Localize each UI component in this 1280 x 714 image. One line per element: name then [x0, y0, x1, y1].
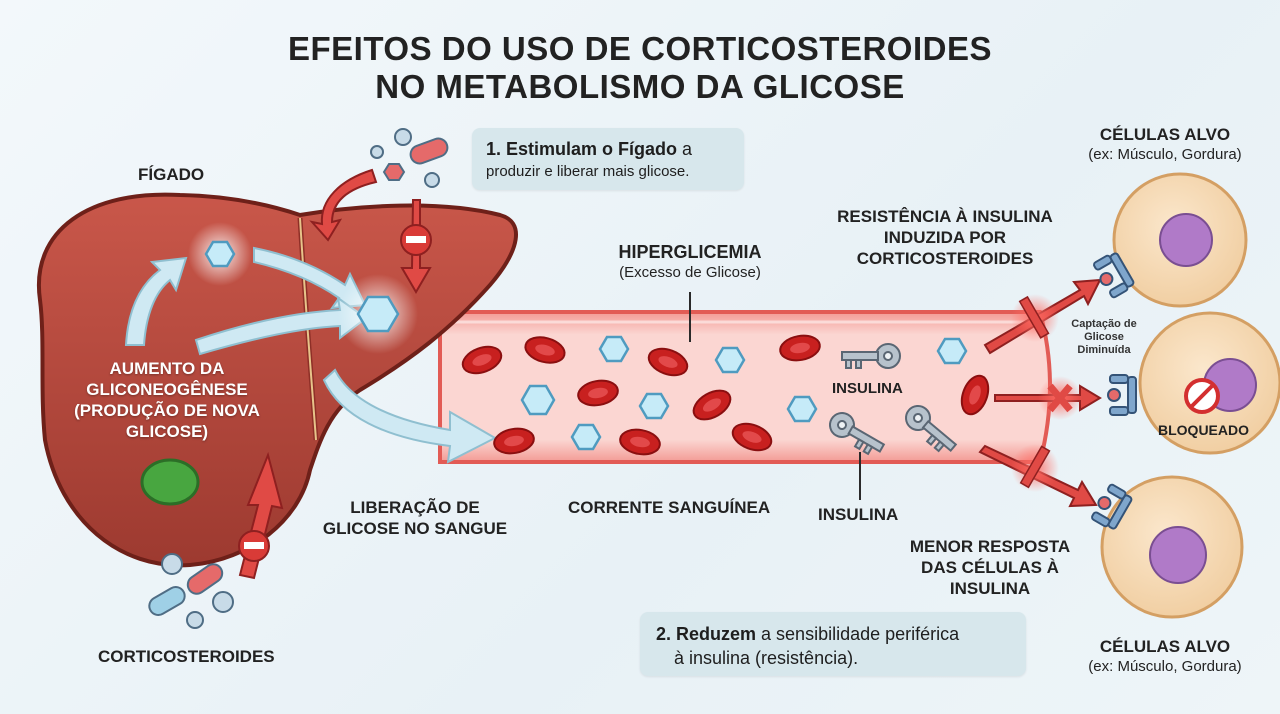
uptake-label: Captação de Glicose Diminuída: [1066, 318, 1142, 357]
red-blood-cell-icons: [461, 334, 990, 456]
step1-rest: a: [677, 139, 693, 159]
hyperglycemia-label: HIPERGLICEMIA (Excesso de Glicose): [590, 242, 790, 282]
liver-label: FÍGADO: [138, 165, 205, 184]
lower-response-line-3: INSULINA: [949, 579, 1031, 598]
step2-line-1: 2. Reduzem a sensibilidade periférica: [656, 623, 959, 645]
pill-icons-top: [370, 128, 449, 188]
step2-box: 2. Reduzem a sensibilidade periférica à …: [640, 612, 1026, 676]
lower-response-label: MENOR RESPOSTA DAS CÉLULAS À INSULINA: [880, 536, 1100, 599]
release-line-1: LIBERAÇÃO DE: [350, 498, 480, 517]
block-marks: [1011, 294, 1082, 492]
release-line-2: GLICOSE NO SANGUE: [322, 519, 508, 538]
step1-box: 1. Estimulam o Fígado a produzir e liber…: [472, 128, 744, 190]
step1-line-1: 1. Estimulam o Fígado a: [486, 138, 692, 160]
lower-response-line-1: MENOR RESPOSTA: [909, 537, 1071, 556]
target-cells-bottom-title: CÉLULAS ALVO: [1099, 637, 1231, 656]
resistance-line-3: CORTICOSTEROIDES: [856, 249, 1034, 268]
title-line-2: NO METABOLISMO DA GLICOSE: [375, 68, 905, 105]
page-title: EFEITOS DO USO DE CORTICOSTEROIDES NO ME…: [0, 30, 1280, 106]
gluconeo-line-2: GLICONEOGÊNESE: [86, 380, 248, 399]
step2-bold: 2. Reduzem: [656, 624, 757, 644]
uptake-line-3: Diminuída: [1077, 344, 1131, 356]
key-icons: [829, 343, 958, 456]
blocked-icon: [1184, 378, 1220, 414]
gluconeo-line-1: AUMENTO DA: [109, 359, 225, 378]
title-line-1: EFEITOS DO USO DE CORTICOSTEROIDES: [288, 30, 992, 67]
target-cells-top-sub: (ex: Músculo, Gordura): [1088, 146, 1242, 163]
insulin-label-1: INSULINA: [832, 380, 903, 397]
corticosteroids-label: CORTICOSTEROIDES: [98, 647, 275, 666]
uptake-line-2: Glicose: [1084, 331, 1124, 343]
gluconeogenesis-label: AUMENTO DA GLICONEOGÊNESE (PRODUÇÃO DE N…: [52, 358, 282, 442]
cell-icons: [1100, 172, 1280, 619]
minus-icons: [238, 224, 432, 562]
target-cells-bottom-label: CÉLULAS ALVO (ex: Músculo, Gordura): [1060, 636, 1270, 676]
target-cells-bottom-sub: (ex: Músculo, Gordura): [1088, 658, 1242, 675]
resistance-label: RESISTÊNCIA À INSULINA INDUZIDA POR CORT…: [830, 206, 1060, 269]
pill-icons-bottom: [148, 553, 234, 629]
insulin-label-2: INSULINA: [818, 505, 899, 524]
target-cells-top-title: CÉLULAS ALVO: [1099, 125, 1231, 144]
gluconeo-line-4: GLICOSE): [125, 422, 209, 441]
bloodstream-label: CORRENTE SANGUÍNEA: [568, 498, 771, 517]
resistance-line-2: INDUZIDA POR: [883, 228, 1007, 247]
hyperglycemia-title: HIPERGLICEMIA: [618, 242, 762, 262]
release-label: LIBERAÇÃO DE GLICOSE NO SANGUE: [300, 497, 530, 539]
uptake-line-1: Captação de: [1071, 318, 1137, 330]
step1-bold: 1. Estimulam o Fígado: [486, 139, 678, 159]
glucose-hexagon-icons: [188, 222, 968, 451]
resistance-line-1: RESISTÊNCIA À INSULINA: [837, 207, 1053, 226]
pointer-lines: [689, 292, 861, 500]
hyperglycemia-sub: (Excesso de Glicose): [619, 264, 761, 281]
target-cells-top-label: CÉLULAS ALVO (ex: Músculo, Gordura): [1060, 124, 1270, 164]
liver-arrows: [124, 246, 498, 464]
receptor-icons: [1091, 252, 1137, 530]
step2-line-2: à insulina (resistência).: [674, 648, 859, 668]
lower-response-line-2: DAS CÉLULAS À: [921, 558, 1059, 577]
step2-rest: a sensibilidade periférica: [756, 624, 960, 644]
step1-line-2: produzir e liberar mais glicose.: [486, 163, 690, 180]
gluconeo-line-3: (PRODUÇÃO DE NOVA: [74, 401, 260, 420]
blocked-label: BLOQUEADO: [1158, 422, 1249, 438]
